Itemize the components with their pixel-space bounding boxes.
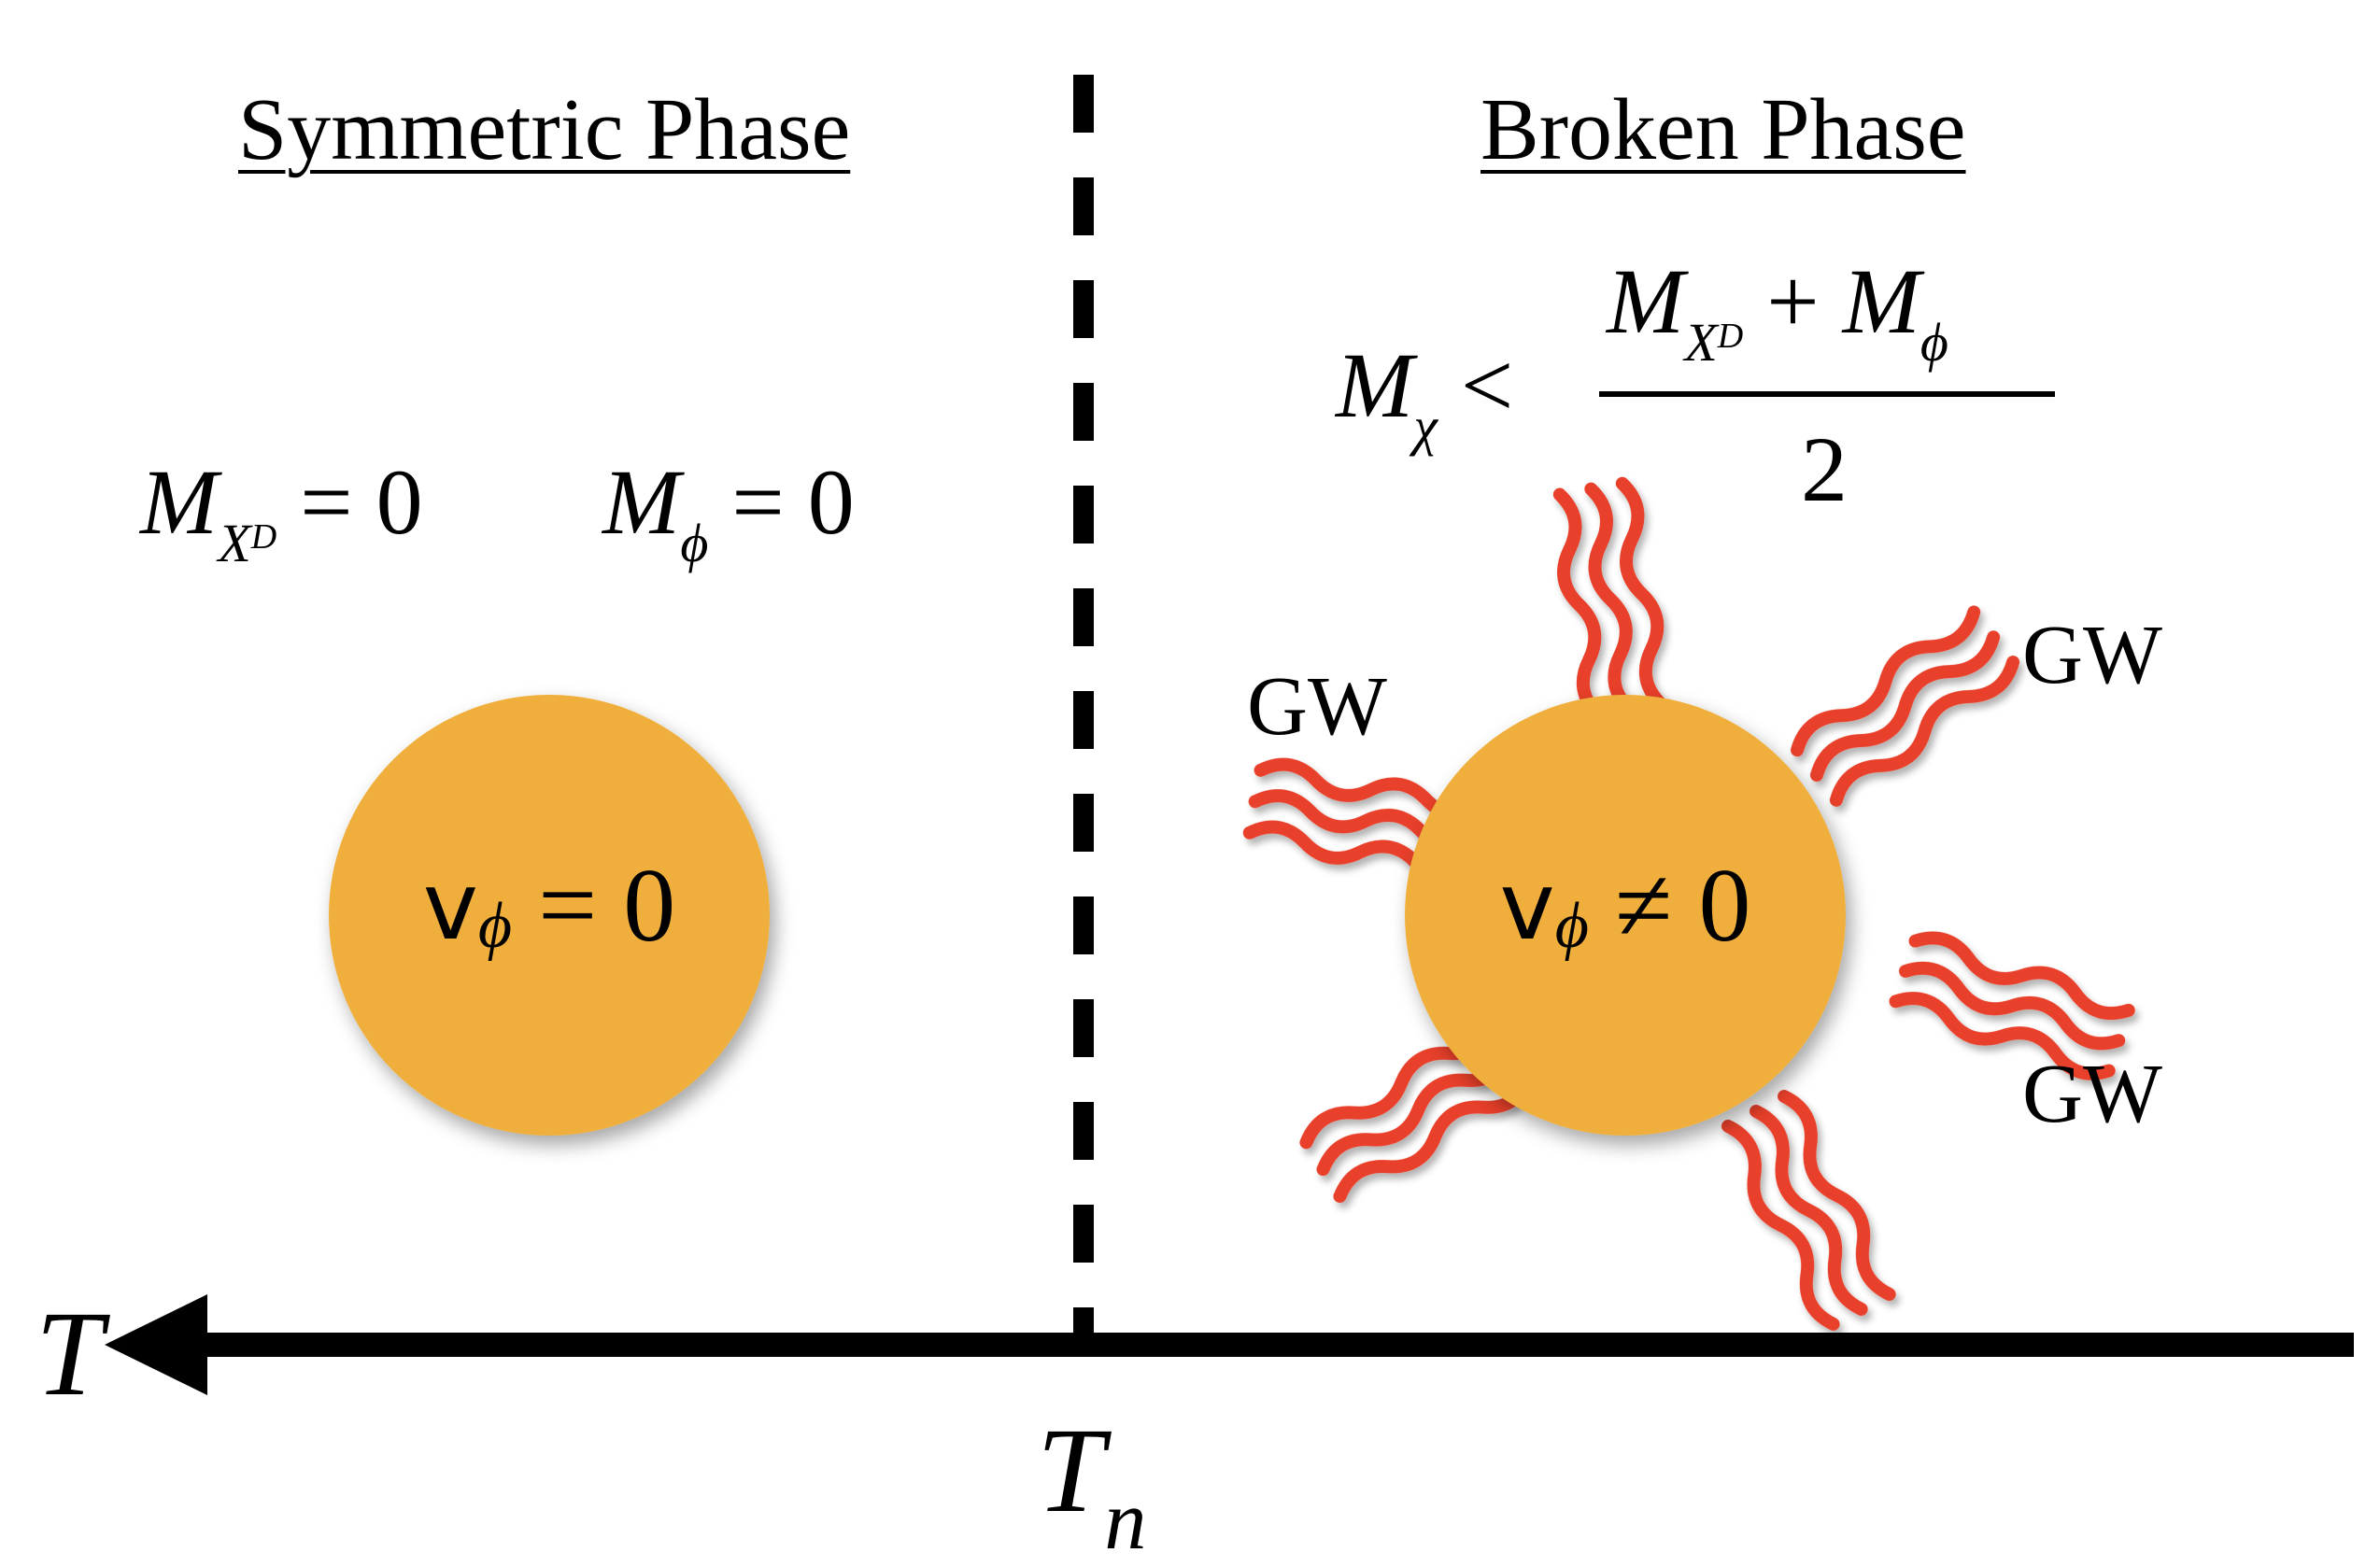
mass-xd-value: = 0 bbox=[300, 450, 423, 554]
gw-label-left: GW bbox=[1247, 660, 1387, 753]
vev-subscript: ϕ bbox=[1554, 890, 1589, 962]
mass-phi-value: = 0 bbox=[731, 450, 855, 554]
gw-label-lower-right: GW bbox=[2022, 1048, 2162, 1140]
plus-sign: + bbox=[1766, 249, 1820, 353]
vev-value: ≠ 0 bbox=[1614, 847, 1751, 964]
mass-subscript: ϕ bbox=[680, 513, 709, 573]
vev-subscript: ϕ bbox=[477, 890, 513, 962]
numerator-mass-subsubscript: D bbox=[1717, 317, 1744, 356]
mass-xd-equation: MXD = 0 bbox=[140, 448, 423, 573]
mass-subsubscript: D bbox=[250, 517, 277, 557]
fraction-numerator: MXD + Mϕ bbox=[1607, 247, 1948, 373]
symmetric-phase-heading: Symmetric Phase bbox=[238, 81, 851, 178]
numerator-mass-symbol: M bbox=[1607, 249, 1685, 353]
vev-value: = 0 bbox=[538, 847, 676, 964]
temperature-subscript: n bbox=[1104, 1475, 1147, 1567]
numerator-mass-subscript: X bbox=[1684, 312, 1718, 373]
vev-symbol: v bbox=[1499, 851, 1555, 961]
dm-mass-subscript: χ bbox=[1413, 396, 1438, 457]
temperature-axis-label: T bbox=[35, 1287, 104, 1421]
mass-symbol: M bbox=[140, 450, 219, 554]
inequality-lhs: Mχ < bbox=[1336, 332, 1514, 457]
symmetric-phase-bubble bbox=[329, 695, 770, 1136]
vev-symbol: v bbox=[422, 851, 478, 961]
broken-phase-heading: Broken Phase bbox=[1480, 81, 1966, 178]
gw-label-upper-right: GW bbox=[2022, 609, 2162, 701]
temperature-axis-arrowhead bbox=[105, 1294, 207, 1395]
mass-subscript: X bbox=[218, 513, 251, 573]
numerator-mass-symbol: M bbox=[1842, 249, 1920, 353]
transition-temperature-label: Tn bbox=[1037, 1401, 1146, 1567]
mass-symbol: M bbox=[602, 450, 681, 554]
fraction-denominator: 2 bbox=[1801, 417, 1848, 521]
broken-phase-bubble bbox=[1405, 695, 1846, 1136]
temperature-symbol: T bbox=[1037, 1404, 1105, 1538]
dm-mass-symbol: M bbox=[1336, 333, 1414, 437]
mass-phi-equation: Mϕ = 0 bbox=[602, 448, 855, 573]
less-than-sign: < bbox=[1460, 333, 1514, 437]
numerator-mass-subscript: ϕ bbox=[1920, 312, 1948, 373]
